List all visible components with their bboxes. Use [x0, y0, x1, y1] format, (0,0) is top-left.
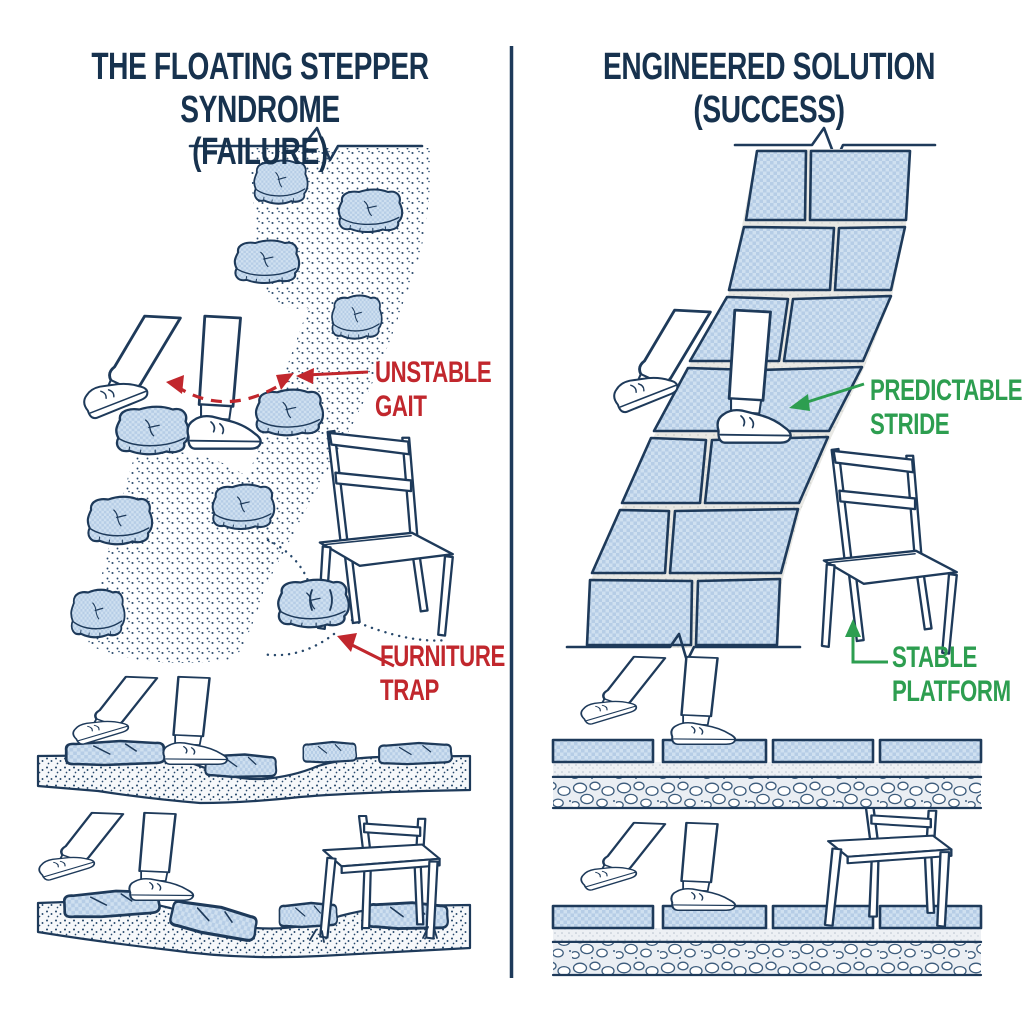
right-scene-plan-view: [565, 126, 958, 664]
left-title-line2: (FAILURE): [192, 131, 328, 174]
walking-legs: [578, 657, 735, 744]
walking-legs: [36, 813, 193, 900]
gravel-base: [553, 943, 981, 975]
gravel-base: [553, 778, 981, 808]
masonry-pavers: [585, 149, 912, 647]
right-title-line1: ENGINEERED SOLUTION: [602, 46, 936, 88]
furniture-trap-stone: [277, 578, 351, 629]
level-pavers: [551, 738, 983, 764]
chair-illustration: [820, 447, 958, 655]
predictable-stride-arrow: [789, 382, 865, 411]
ground-break-line: [188, 126, 424, 162]
right-panel-title: ENGINEERED SOLUTION (SUCCESS): [588, 46, 951, 131]
unstable-gait-arrow: [166, 368, 369, 404]
left-panel-title: THE FLOATING STEPPER SYNDROME (FAILURE): [75, 46, 445, 174]
annotation-unstable-gait: UNSTABLE GAIT: [375, 356, 492, 423]
furniture-trap-arrow: [337, 633, 395, 668]
annotation-stable-platform: STABLE PLATFORM: [892, 641, 1011, 708]
left-scene-section-mid: [36, 677, 472, 805]
left-title-line1: THE FLOATING STEPPER SYNDROME: [91, 46, 429, 131]
level-pavers: [551, 904, 983, 930]
ground-break-line: [733, 126, 937, 162]
sand-bedding: [553, 762, 981, 777]
ground-break-line: [565, 632, 802, 663]
right-scene-section-bottom: [551, 806, 983, 977]
annotation-predictable-stride: PREDICTABLE STRIDE: [870, 374, 1023, 441]
walking-legs: [578, 823, 735, 910]
left-scene-section-bottom: [36, 813, 472, 959]
annotation-furniture-trap: FURNITURE TRAP: [380, 640, 505, 707]
right-title-line2: (SUCCESS): [693, 88, 845, 131]
left-scene-plan-view: [70, 126, 454, 668]
stable-platform-arrow: [845, 619, 888, 664]
sand-bedding: [553, 928, 981, 942]
right-scene-section-mid: [551, 657, 983, 810]
